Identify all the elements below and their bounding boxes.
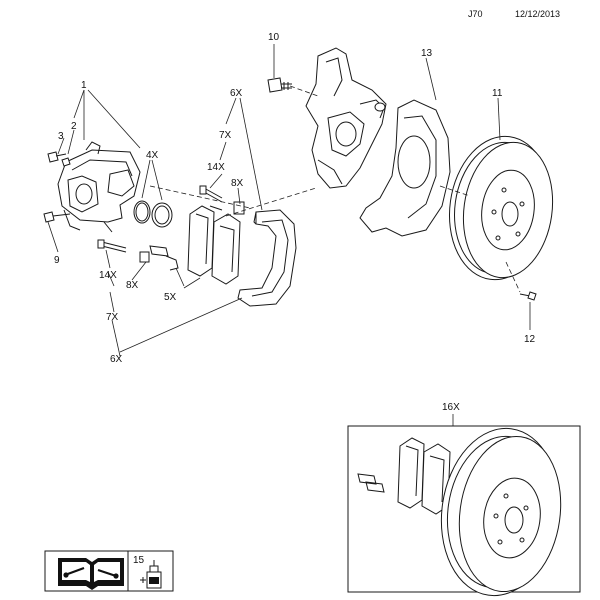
callout-7x-bottom: 7X xyxy=(106,312,119,323)
manual-tools-icon xyxy=(58,558,124,590)
callout-16x: 16X xyxy=(442,402,460,413)
header-date: 12/12/2013 xyxy=(515,9,560,19)
guide-pin-upper xyxy=(199,185,245,215)
pad-clip-lower xyxy=(149,245,179,271)
callout-6x-top: 6X xyxy=(230,88,243,99)
callout-4x: 4X xyxy=(146,150,159,161)
callout-5x: 5X xyxy=(164,292,177,303)
brake-kit-inset xyxy=(347,425,581,593)
callout-9: 9 xyxy=(54,255,60,266)
callout-14x-top: 14X xyxy=(207,162,225,173)
caliper-assembly xyxy=(57,141,141,233)
rotor-screw xyxy=(519,291,537,301)
callout-8x-top: 8X xyxy=(231,178,244,189)
caliper-bracket xyxy=(237,209,297,307)
guide-pin-lower xyxy=(97,239,150,263)
callout-15: 15 xyxy=(133,555,145,566)
kit-rotor xyxy=(440,427,562,597)
kit-brake-pads xyxy=(397,437,451,515)
callout-12: 12 xyxy=(524,334,536,345)
brake-pads xyxy=(187,205,241,285)
dust-boot xyxy=(151,202,173,228)
kit-pad-clips xyxy=(357,473,385,493)
callout-8x-bottom: 8X xyxy=(126,280,139,291)
caliper-bolt xyxy=(43,211,71,223)
bleed-screw xyxy=(47,151,67,163)
legend-box xyxy=(44,550,174,592)
callout-14x-bottom: 14X xyxy=(99,270,117,281)
callout-10: 10 xyxy=(268,32,280,43)
dust-shield xyxy=(359,99,451,237)
bleed-cap xyxy=(61,157,71,167)
callout-13: 13 xyxy=(421,48,433,59)
callout-2: 2 xyxy=(71,121,77,132)
callout-11: 11 xyxy=(492,88,503,99)
knuckle-bolt xyxy=(267,77,292,93)
steering-knuckle xyxy=(305,47,387,189)
callout-1: 1 xyxy=(81,80,87,91)
header-code: J70 xyxy=(468,9,483,19)
brake-rotor xyxy=(448,135,554,281)
callout-7x-top: 7X xyxy=(219,130,232,141)
callout-6x-bottom: 6X xyxy=(110,354,123,365)
callout-3: 3 xyxy=(58,131,64,142)
piston-seal xyxy=(133,200,151,224)
lubricant-bottle-icon xyxy=(140,560,162,589)
